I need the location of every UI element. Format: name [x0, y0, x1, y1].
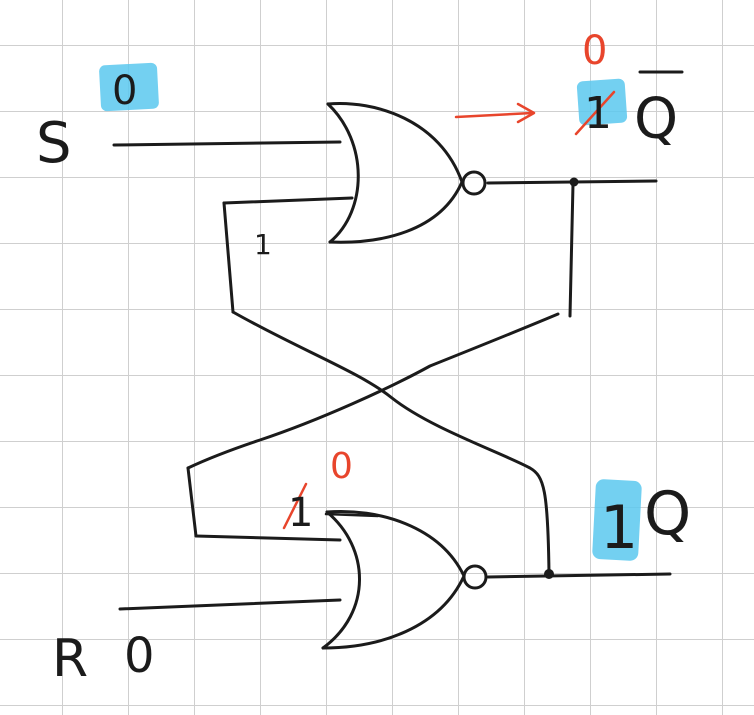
lower-in-old-strike [282, 482, 308, 530]
q-bar-highlight [576, 78, 628, 126]
lower-in-new: 0 [330, 446, 353, 487]
nor-gate-top [326, 102, 487, 244]
change-arrow [454, 102, 536, 124]
lower-in-old: 1 [288, 490, 313, 536]
q-label: Q [644, 479, 691, 549]
feedback-top-value: 1 [254, 228, 272, 261]
nor-gate-bottom [321, 509, 488, 650]
junction-dot-bottom [544, 569, 554, 579]
q-value: 1 [600, 493, 638, 563]
s-value: 0 [112, 68, 137, 114]
q-bar-new: 0 [582, 28, 607, 74]
q-highlight [592, 479, 642, 561]
q-bar-label: Q [634, 87, 678, 152]
q-bar-old-strike [574, 90, 616, 136]
s-label: S [36, 111, 72, 176]
r-label: R [52, 629, 88, 689]
q-bar-old: 1 [584, 88, 612, 139]
s-value-highlight [99, 62, 159, 112]
wires [112, 140, 672, 611]
r-value: 0 [124, 628, 155, 684]
